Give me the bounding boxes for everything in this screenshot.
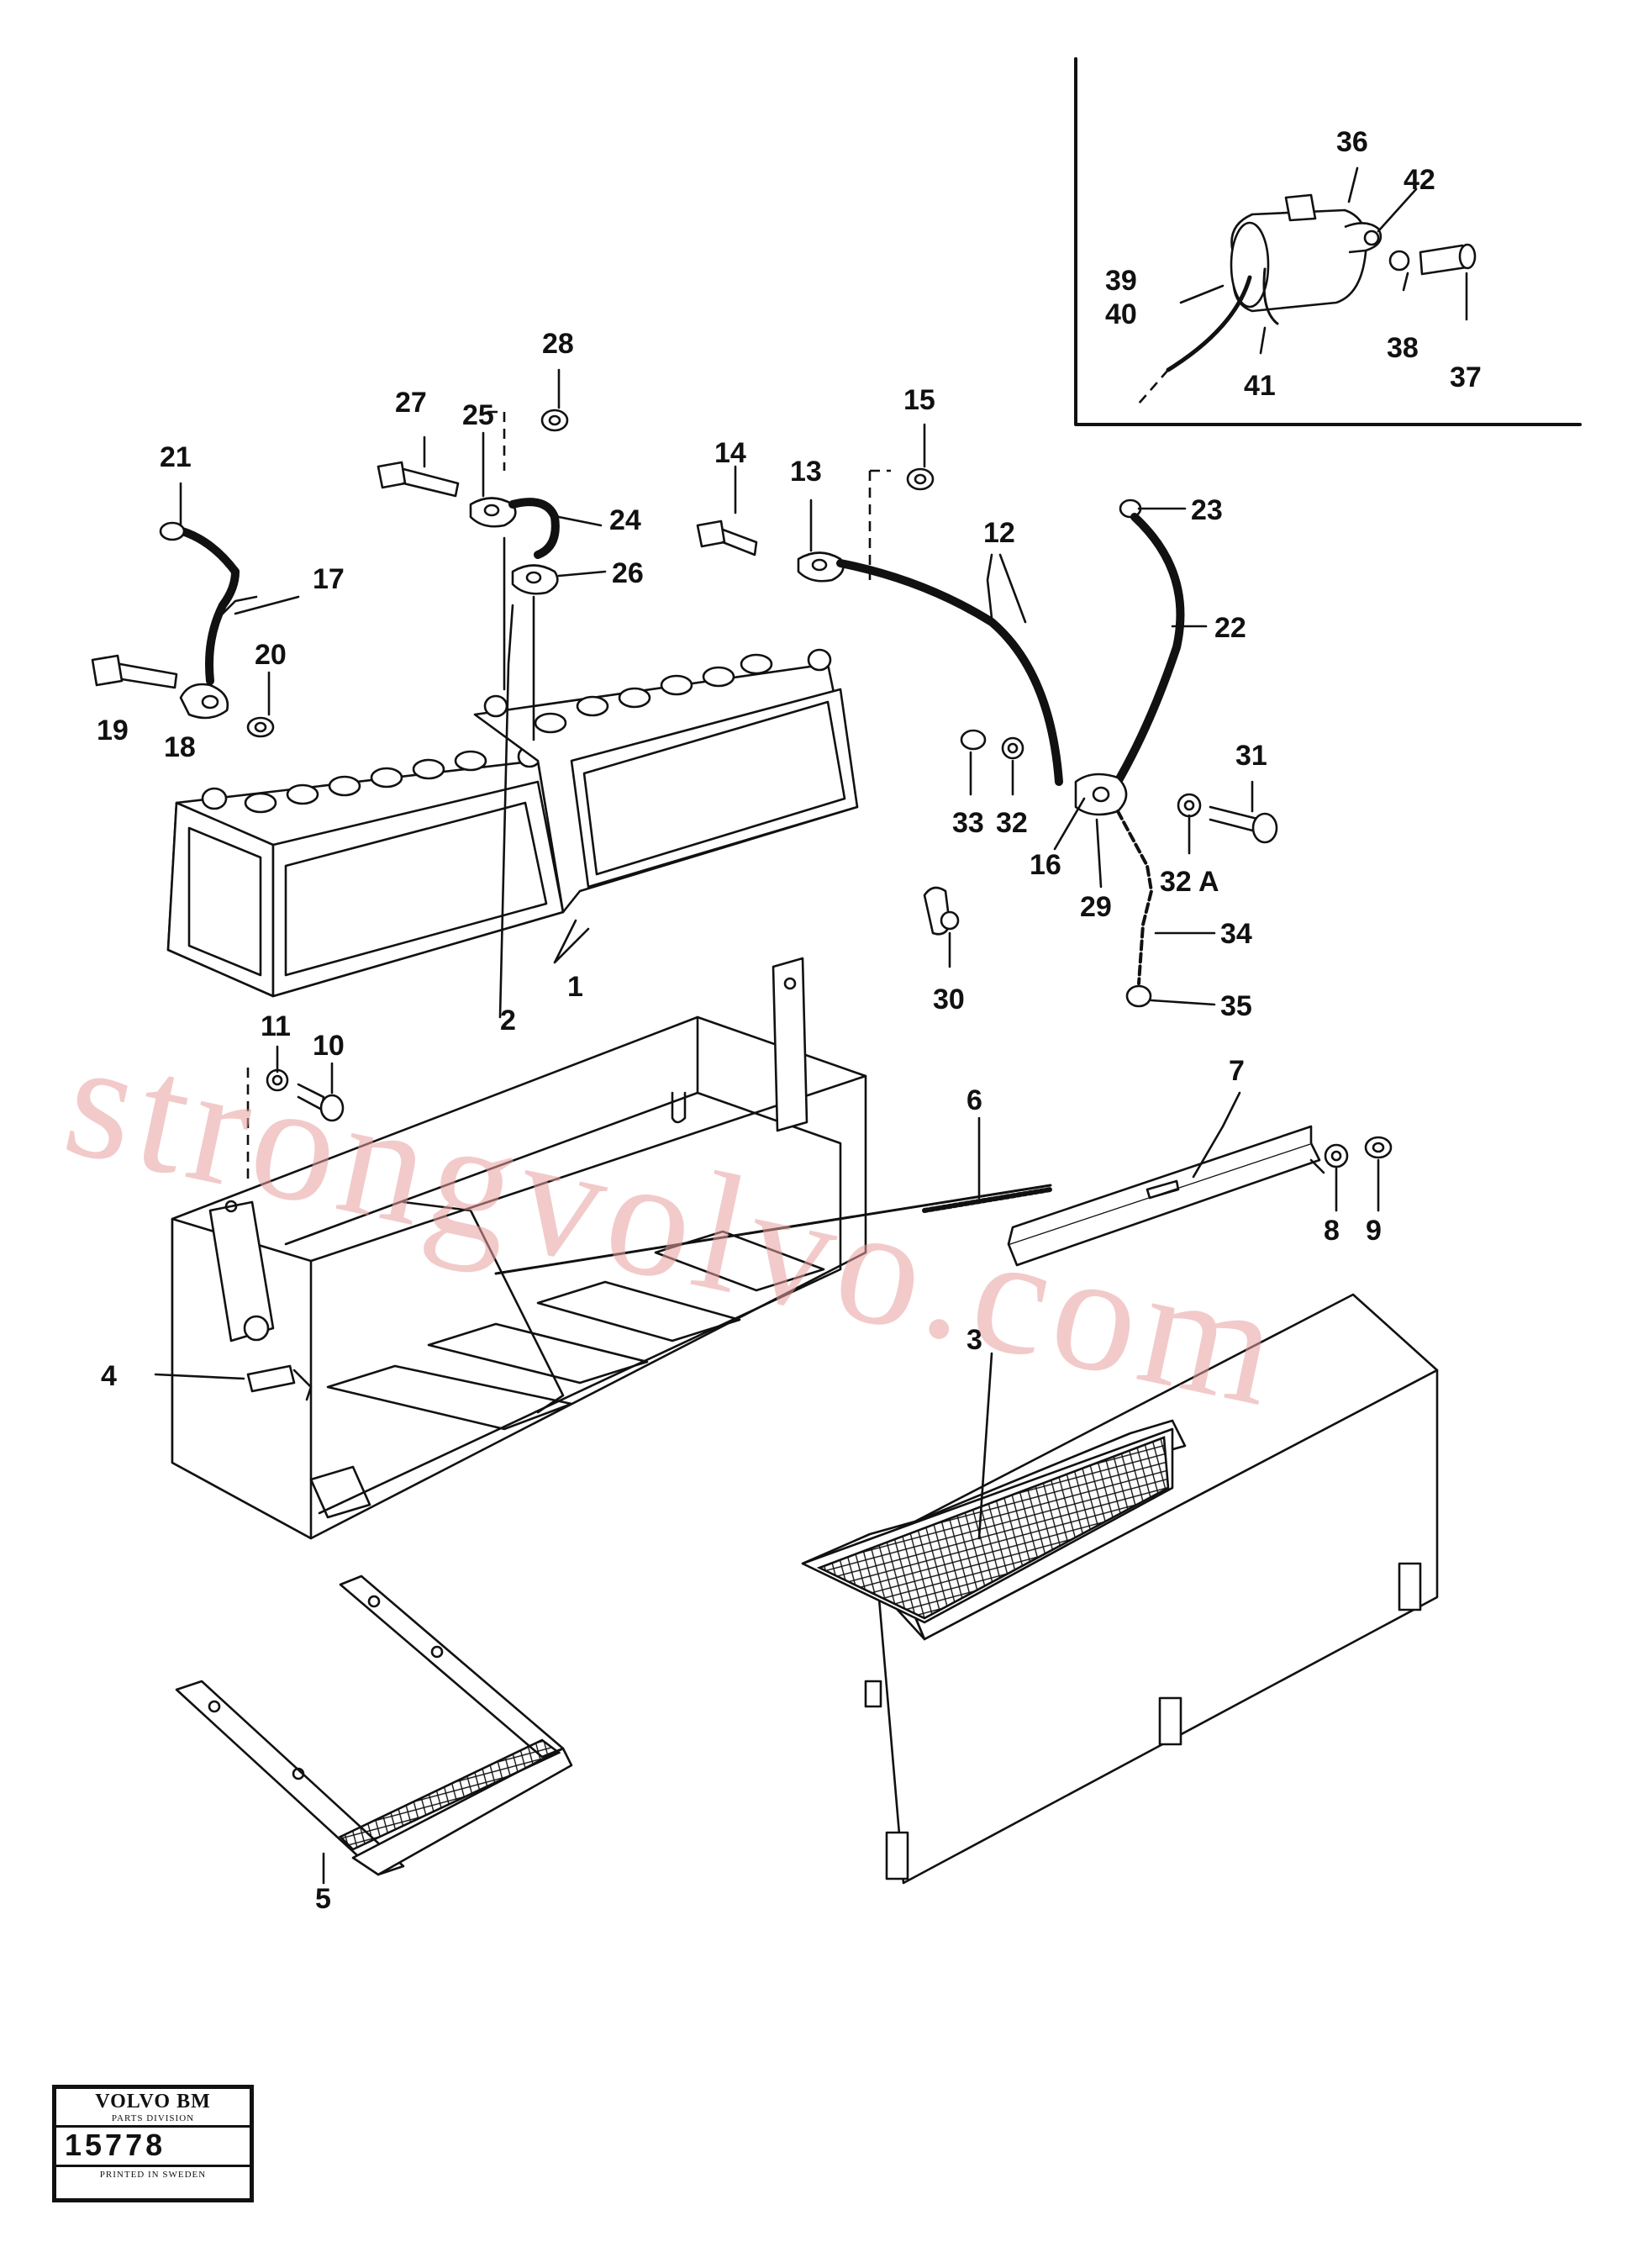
callout-34: 34 [1220, 918, 1252, 950]
nut-33 [960, 729, 987, 751]
callout-42: 42 [1404, 164, 1435, 196]
callout-18: 18 [164, 731, 196, 763]
callout-labels: 1 2 3 4 5 6 7 8 9 10 11 12 13 14 15 16 1… [97, 126, 1482, 1915]
callout-13: 13 [790, 456, 822, 488]
cover-3-mesh [816, 1436, 1170, 1620]
callout-27: 27 [395, 387, 427, 419]
stamp-brand: VOLVO BM [95, 2091, 211, 2112]
washer-32 [1001, 736, 1024, 760]
callout-11: 11 [261, 1010, 291, 1042]
step-5 [175, 1574, 573, 1876]
callout-35: 35 [1220, 990, 1252, 1022]
volvo-bm-stamp: VOLVO BM PARTS DIVISION 15778 PRINTED IN… [52, 2085, 254, 2202]
callout-29: 29 [1080, 891, 1112, 923]
battery-right-caps [483, 648, 832, 734]
callout-3: 3 [966, 1324, 982, 1356]
callout-36: 36 [1336, 126, 1368, 158]
callout-31: 31 [1235, 740, 1267, 772]
bolt-31 [1209, 805, 1278, 844]
callout-7: 7 [1229, 1055, 1245, 1087]
washer-8 [1324, 1143, 1349, 1168]
callout-16: 16 [1030, 849, 1061, 881]
callout-37: 37 [1450, 361, 1482, 393]
callout-40: 40 [1105, 298, 1137, 330]
callout-14: 14 [714, 437, 746, 469]
callout-22: 22 [1214, 612, 1246, 644]
callout-23: 23 [1191, 494, 1223, 526]
callout-28: 28 [542, 328, 574, 360]
callout-1: 1 [567, 971, 583, 1003]
cable-17-21 [159, 521, 240, 720]
callout-26: 26 [612, 557, 644, 589]
callout-17: 17 [313, 563, 345, 595]
callout-8: 8 [1324, 1215, 1340, 1247]
nut-20 [246, 716, 275, 738]
stamp-division: PARTS DIVISION [56, 2113, 250, 2128]
inset-frame [1074, 57, 1582, 426]
callout-32: 32 [996, 807, 1028, 839]
nut-28 [540, 409, 569, 432]
battery-right [473, 648, 859, 914]
washer-32A [1177, 793, 1202, 818]
callout-30: 30 [933, 984, 965, 1015]
callout-21: 21 [160, 441, 192, 473]
callout-10: 10 [313, 1030, 345, 1062]
chain-34-35 [1116, 810, 1153, 1008]
callout-2: 2 [500, 1005, 516, 1036]
callout-4: 4 [101, 1360, 117, 1392]
cable-12 [836, 559, 1063, 786]
callout-9: 9 [1366, 1215, 1382, 1247]
cable-22-23 [1114, 498, 1185, 786]
callout-41: 41 [1244, 370, 1276, 402]
clamp-13 [797, 469, 891, 583]
callout-25: 25 [462, 399, 494, 431]
callout-39: 39 [1105, 265, 1137, 297]
callout-24: 24 [609, 504, 641, 536]
leader-lines [154, 166, 1468, 1885]
bolt-27 [377, 461, 460, 498]
rod-6 [494, 1184, 1053, 1275]
nut-9 [1364, 1136, 1393, 1159]
washer-11 [266, 1068, 289, 1092]
stamp-printed: PRINTED IN SWEDEN [56, 2165, 250, 2180]
callout-19: 19 [97, 715, 129, 746]
knob-30 [923, 886, 960, 936]
nut-15 [906, 467, 935, 491]
callout-20: 20 [255, 639, 287, 671]
bolt-10 [297, 1083, 345, 1122]
battery-left [166, 745, 565, 998]
callout-32a: 32 A [1160, 866, 1219, 898]
bar-7 [1007, 1125, 1321, 1267]
callout-12: 12 [983, 517, 1015, 549]
connector-24-25-26 [469, 410, 560, 741]
bolt-19 [91, 654, 178, 689]
callout-5: 5 [315, 1883, 331, 1915]
bolt-14 [696, 520, 758, 556]
callout-6: 6 [966, 1084, 982, 1116]
inset-relay-part [1138, 193, 1477, 404]
clip-4 [246, 1364, 313, 1401]
stamp-number: 15778 [65, 2128, 166, 2162]
battery-left-caps [201, 745, 542, 814]
tray-ribs [309, 1230, 825, 1519]
callout-15: 15 [903, 384, 935, 416]
callout-33: 33 [952, 807, 984, 839]
switch-29 [1074, 773, 1128, 816]
callout-38: 38 [1387, 332, 1419, 364]
